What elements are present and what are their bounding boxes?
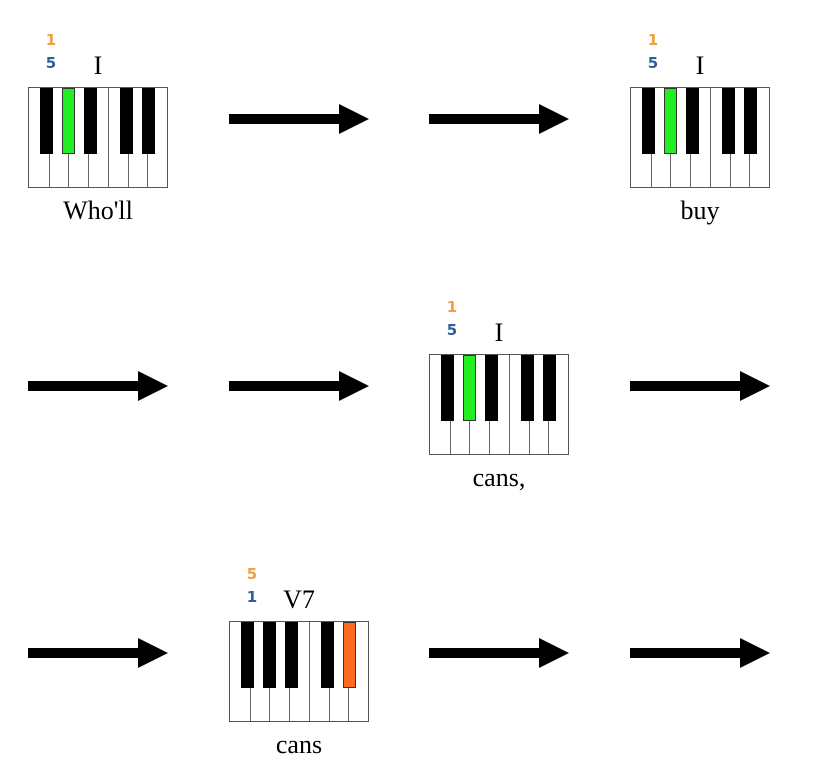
finger-number-top: 1 [647,31,659,49]
arrow-connector [630,548,770,763]
arrow-shaft [429,648,541,658]
lyric-text: buy [680,196,720,225]
right-arrow-icon [429,638,569,668]
arrow-connector [630,281,770,496]
black-key [83,88,97,154]
right-arrow-icon [229,371,369,401]
right-arrow-icon [630,371,770,401]
white-key-divider [308,622,310,721]
finger-number-bottom: 5 [45,54,57,72]
piano-keyboard [429,354,569,455]
white-key-divider [508,355,510,454]
highlighted-key [342,622,356,688]
finger-number-bottom: 1 [246,588,258,606]
arrow-shaft [28,648,140,658]
arrow-connector [28,548,168,763]
finger-number-bottom: 5 [647,54,659,72]
black-key [641,88,655,154]
right-arrow-icon [429,104,569,134]
chord-keyboard-cell: 5 1 V7 cans [229,548,369,763]
chord-symbol: I [494,318,504,347]
arrow-connector [429,548,569,763]
finger-number-top: 1 [45,31,57,49]
arrow-shaft [28,381,140,391]
arrow-head [138,638,168,668]
arrow-head [339,371,369,401]
arrow-connector [229,14,369,229]
piano-keyboard [630,87,770,188]
white-key-divider [107,88,109,187]
arrow-connector [229,281,369,496]
highlighted-key [462,355,476,421]
arrow-connector [28,281,168,496]
arrow-shaft [630,648,742,658]
black-key [721,88,735,154]
chord-keyboard-cell: 1 5 I Who'll [28,14,168,229]
black-key [141,88,155,154]
black-key [685,88,699,154]
chord-symbol: V7 [283,585,315,614]
arrow-shaft [229,381,341,391]
black-key [119,88,133,154]
lyric-text: cans, [472,463,526,492]
lyric-text: cans [275,730,323,759]
right-arrow-icon [229,104,369,134]
arrow-connector [429,14,569,229]
finger-number-top: 1 [446,298,458,316]
black-key [484,355,498,421]
arrow-head [539,638,569,668]
arrow-shaft [630,381,742,391]
black-key [262,622,276,688]
arrow-head [539,104,569,134]
arrow-head [138,371,168,401]
piano-keyboard [229,621,369,722]
black-key [284,622,298,688]
black-key [39,88,53,154]
arrow-shaft [429,114,541,124]
black-key [542,355,556,421]
highlighted-key [61,88,75,154]
arrow-head [740,638,770,668]
right-arrow-icon [28,371,168,401]
right-arrow-icon [28,638,168,668]
piano-keyboard [28,87,168,188]
arrow-shaft [229,114,341,124]
arrow-head [339,104,369,134]
finger-number-bottom: 5 [446,321,458,339]
black-key [320,622,334,688]
highlighted-key [663,88,677,154]
finger-number-top: 5 [246,565,258,583]
chord-symbol: I [695,51,705,80]
lyric-text: Who'll [63,196,133,225]
arrow-head [740,371,770,401]
white-key-divider [709,88,711,187]
chord-symbol: I [93,51,103,80]
black-key [240,622,254,688]
black-key [440,355,454,421]
black-key [520,355,534,421]
black-key [743,88,757,154]
right-arrow-icon [630,638,770,668]
